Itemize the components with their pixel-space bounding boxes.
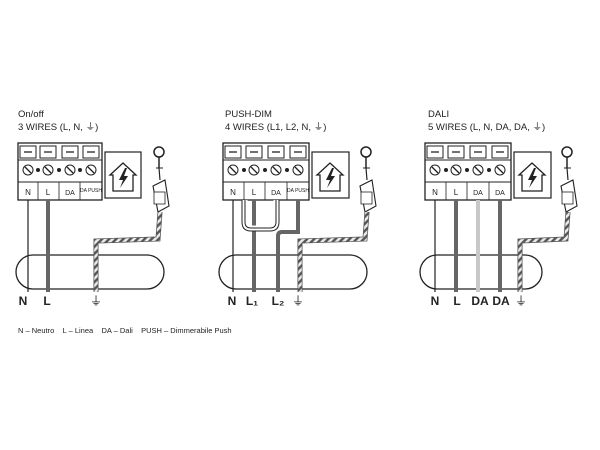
legend: N – Neutro L – Linea DA – Dali PUSH – Di…: [18, 326, 232, 335]
terminal-label-da: DA: [65, 190, 75, 197]
terminal-block: N L DA DA: [424, 142, 512, 201]
terminal-label-l: L: [252, 188, 257, 197]
terminal-label-da-push: DA PUSH: [287, 188, 309, 194]
panel-subtitle: 5 WIRES (L, N, DA, DA, ⏚): [428, 122, 545, 133]
ground-clamp-icon: [560, 146, 578, 213]
ground-symbol-icon: ⏚: [292, 294, 304, 308]
terminal-label-l: L: [46, 188, 51, 197]
panel-dali: DALI 5 WIRES (L, N, DA, DA, ⏚) N: [419, 109, 578, 308]
terminal-label-l: L: [454, 188, 459, 197]
ground-symbol-icon: ⏚: [515, 294, 527, 308]
terminal-label-da: DA: [495, 190, 505, 197]
wires: [27, 200, 163, 292]
panel-on-off: On/off 3 WIRES (L, N, ⏚) N: [15, 109, 170, 308]
terminal-block: N L DA DA PUSH: [222, 142, 310, 201]
panel-title: PUSH-DIM: [225, 109, 272, 120]
wire-label-l: L: [43, 294, 50, 308]
wires: [232, 200, 370, 292]
terminal-block: N L DA DA PUSH: [17, 142, 103, 201]
panel-subtitle: 3 WIRES (L, N, ⏚): [18, 122, 98, 133]
cable-sheath: [15, 254, 165, 290]
panel-subtitle: 4 WIRES (L1, L2, N, ⏚): [225, 122, 326, 133]
wire-label-l: L: [453, 294, 460, 308]
terminal-label-da: DA: [271, 190, 281, 197]
panel-title: On/off: [18, 109, 44, 120]
house-lightning-icon: [513, 151, 552, 199]
terminal-label-da-push: DA PUSH: [80, 188, 102, 194]
wire-label-n: N: [431, 294, 440, 308]
wire-label-da: DA: [471, 294, 489, 308]
cable-sheath: [218, 254, 368, 290]
house-lightning-icon: [104, 151, 142, 199]
terminal-label-da: DA: [473, 190, 483, 197]
panel-push-dim: PUSH-DIM 4 WIRES (L1, L2, N, ⏚) N: [218, 109, 377, 308]
cable-sheath: [419, 254, 543, 290]
wires: [434, 200, 571, 292]
terminal-label-n: N: [432, 188, 438, 197]
house-lightning-icon: [311, 151, 350, 199]
wire-label-da: DA: [492, 294, 510, 308]
ground-clamp-icon: [359, 146, 377, 213]
wire-label-l1: L₁: [246, 294, 258, 308]
wire-label-n: N: [19, 294, 28, 308]
panel-title: DALI: [428, 109, 449, 120]
ground-symbol-icon: ⏚: [90, 294, 102, 308]
wire-label-l2: L₂: [272, 294, 285, 308]
terminal-label-n: N: [230, 188, 236, 197]
ground-clamp-icon: [152, 146, 170, 213]
terminal-label-n: N: [25, 188, 31, 197]
wire-label-n: N: [228, 294, 237, 308]
